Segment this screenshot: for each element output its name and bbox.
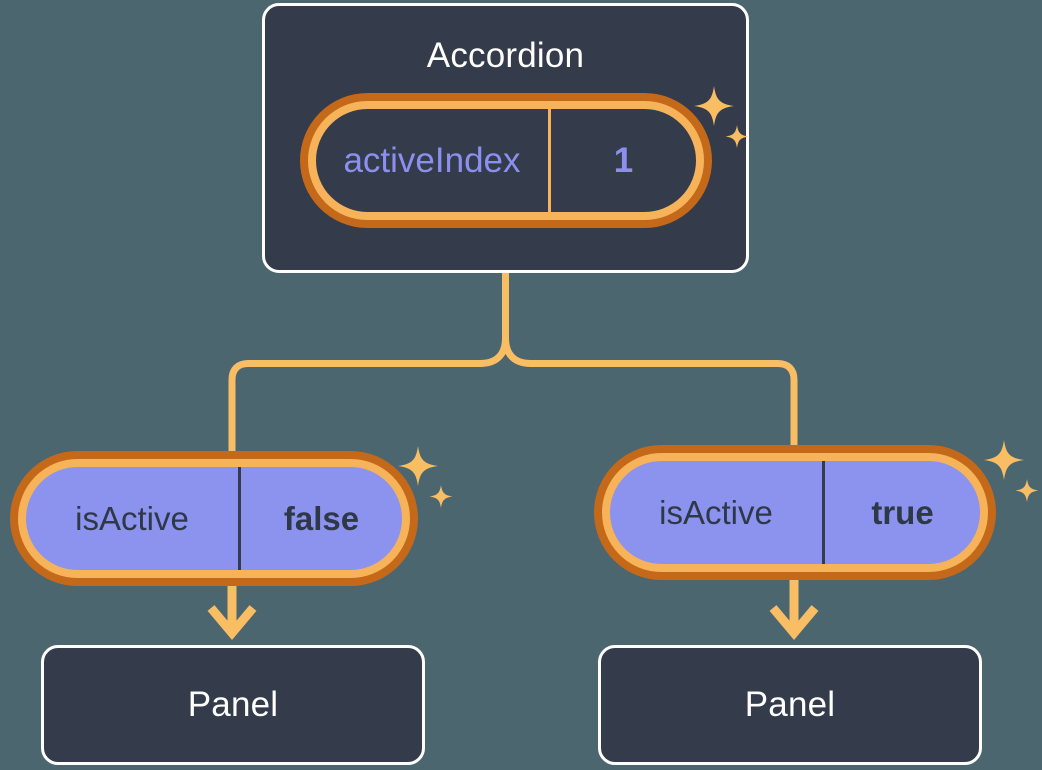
- arrow-right-pill-to-panel: [769, 572, 819, 640]
- sparkle-icon: [429, 485, 453, 508]
- arrow-left-pill-to-panel: [207, 578, 257, 640]
- component-node-panel-left[interactable]: Panel: [41, 645, 425, 765]
- sparkle-icon: [398, 446, 438, 486]
- connector-branch-left: [228, 337, 509, 459]
- component-node-panel-right[interactable]: Panel: [598, 645, 982, 765]
- state-pill-value: 1: [548, 109, 696, 212]
- panel-title: Panel: [744, 684, 836, 724]
- sparkle-group-true-pill: [982, 438, 1042, 513]
- state-pill-activeindex[interactable]: activeIndex 1: [308, 101, 704, 220]
- connector-branch-right: [502, 337, 798, 453]
- panel-title: Panel: [187, 684, 279, 724]
- prop-pill-value: false: [238, 467, 402, 570]
- accordion-title: Accordion: [426, 36, 585, 75]
- prop-pill-value: true: [822, 461, 980, 564]
- state-pill-key: activeIndex: [343, 140, 521, 180]
- sparkle-icon: [984, 440, 1024, 480]
- prop-pill-key: isActive: [659, 493, 773, 531]
- prop-pill-key: isActive: [75, 499, 189, 537]
- prop-pill-isactive-false[interactable]: isActive false: [18, 459, 410, 578]
- sparkle-icon: [1015, 479, 1039, 502]
- prop-pill-isactive-true[interactable]: isActive true: [602, 453, 988, 572]
